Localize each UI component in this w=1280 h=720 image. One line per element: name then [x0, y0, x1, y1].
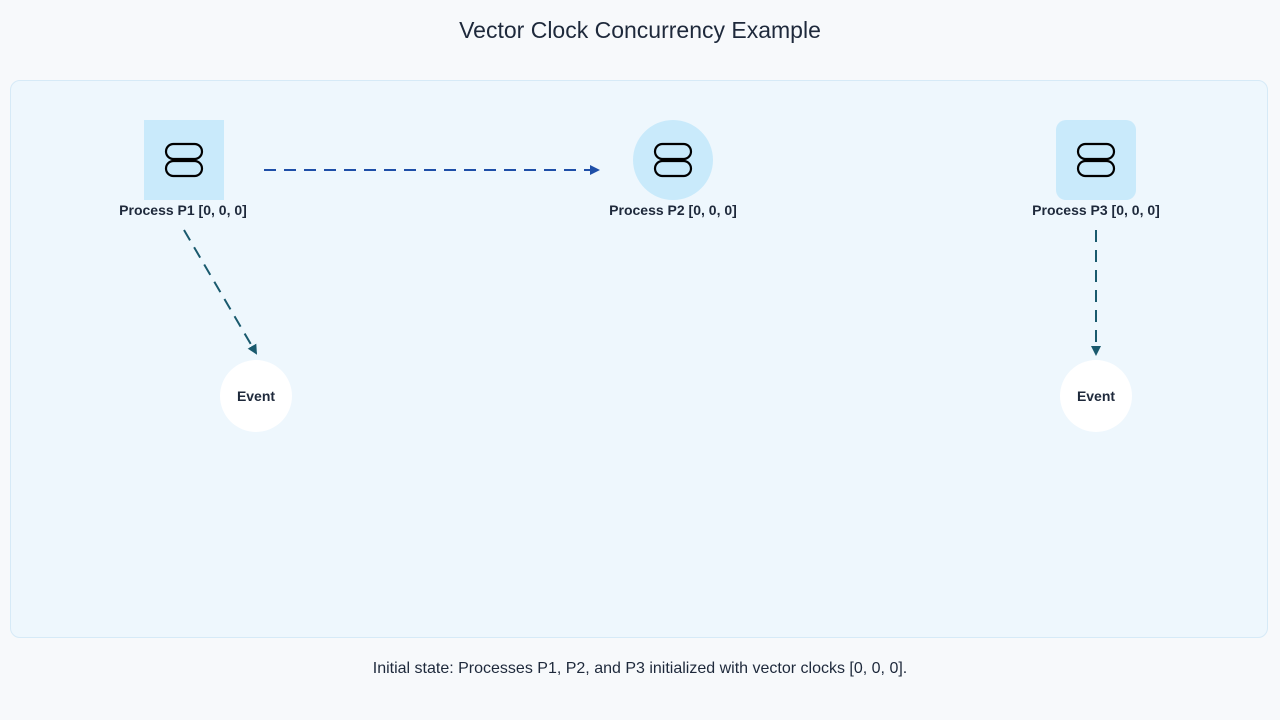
database-icon — [164, 142, 204, 178]
diagram-caption: Initial state: Processes P1, P2, and P3 … — [372, 660, 908, 677]
process-p1-node[interactable] — [144, 120, 224, 200]
process-p2-label: Process P2 [0, 0, 0] — [609, 202, 737, 218]
process-p2-node[interactable] — [633, 120, 713, 200]
process-p1-label: Process P1 [0, 0, 0] — [119, 202, 247, 218]
database-icon — [1076, 142, 1116, 178]
event-node-p3[interactable]: Event — [1060, 360, 1132, 432]
process-p3-node[interactable] — [1056, 120, 1136, 200]
event-edge-p1 — [183, 229, 258, 355]
database-icon — [653, 142, 693, 178]
diagram-title: Vector Clock Concurrency Example — [459, 17, 821, 43]
event-node-p1[interactable]: Event — [220, 360, 292, 432]
process-p3-label: Process P3 [0, 0, 0] — [1032, 202, 1160, 218]
